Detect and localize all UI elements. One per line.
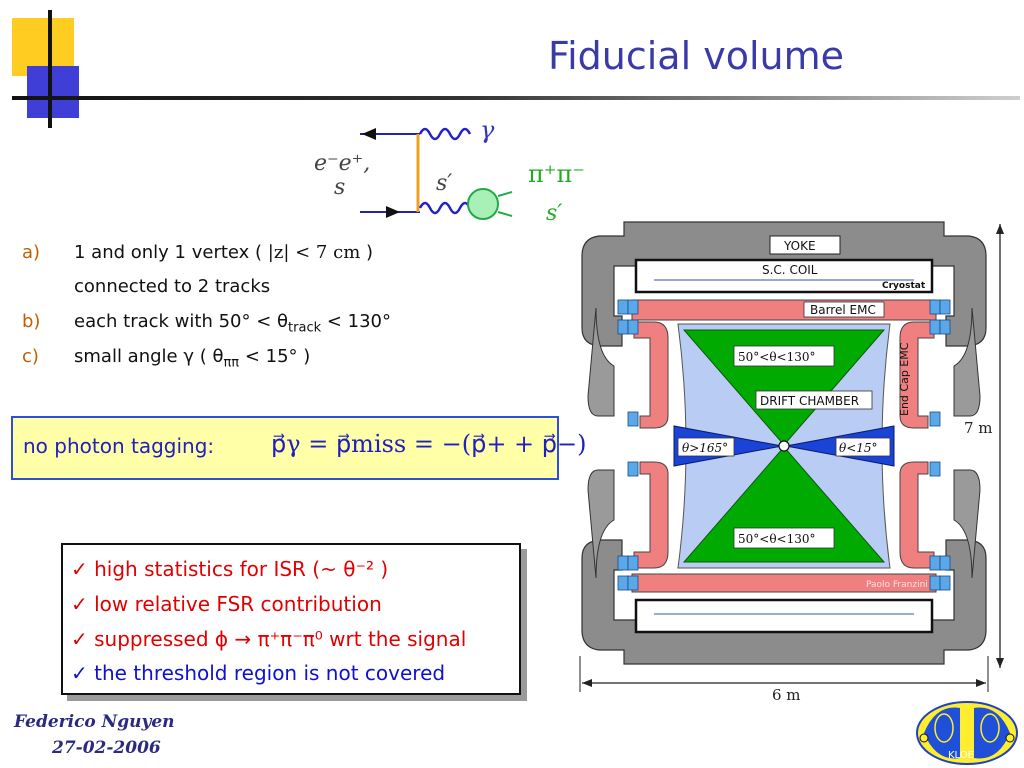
interaction-point (778, 440, 790, 452)
slide-title: Fiducial volume (548, 34, 845, 78)
author-name: Federico Nguyen (14, 712, 175, 732)
height-label: 7 m (964, 419, 993, 437)
corner-blue-square (27, 66, 79, 118)
criterion-text: small angle γ ( θ (74, 346, 224, 367)
label-pipi: π⁺π⁻ (528, 160, 585, 188)
barrel-emc-top (631, 299, 937, 321)
benefits-box: ✓ high statistics for ISR (~ θ⁻² ) ✓ low… (61, 543, 521, 695)
angle-label-top: 50°<θ<130° (738, 350, 816, 364)
criterion-text-end: < 130° (321, 311, 392, 332)
cryostat-bottom (634, 598, 934, 634)
header-rule (12, 96, 1020, 100)
criterion-text: 1 and only 1 vertex ( (74, 242, 268, 263)
drift-chamber-label: DRIFT CHAMBER (760, 394, 859, 408)
criterion-text-end: ) (360, 242, 374, 263)
cryostat-label: Cryostat (882, 281, 926, 291)
corner-vertical-line (48, 10, 52, 128)
criterion-marker: b) (22, 311, 41, 332)
criterion-text: connected to 2 tracks (74, 276, 271, 297)
kloe-logo: KLOE (916, 701, 1018, 765)
label-sprime-green: s′ (546, 201, 562, 226)
benefit-text: the threshold region is not covered (94, 661, 446, 685)
benefit-item: ✓ high statistics for ISR (~ θ⁻² ) (71, 557, 388, 581)
criterion-text: each track with 50° (74, 311, 251, 332)
criterion-text-end: < 15° ) (239, 346, 311, 367)
check-icon: ✓ (71, 557, 88, 581)
feynman-diagram: e⁻e⁺, s s′ γ π⁺π⁻ s′ (314, 116, 585, 226)
coil-label: S.C. COIL (762, 263, 818, 277)
label-gamma: γ (480, 116, 495, 144)
logo-text: KLOE (948, 750, 974, 761)
photon-tagging-label: no photon tagging: (23, 434, 215, 458)
check-icon: ✓ (71, 627, 88, 651)
kloe-detector-diagram: 7 m 6 m YOKE S.C. COIL Cryostat Barrel E… (579, 221, 1004, 704)
momentum-equation: p⃗γ = p⃗miss = −(p⃗+ + p⃗−) (271, 430, 587, 458)
criterion-subscript: track (288, 320, 322, 336)
benefit-text: high statistics for ISR (~ θ⁻² ) (94, 557, 389, 581)
benefit-text: low relative FSR contribution (94, 592, 382, 616)
label-s: s (334, 175, 345, 200)
cryostat-top (634, 258, 934, 294)
criterion-math: |z| < 7 cm (267, 242, 361, 263)
label-initial-state: e⁻e⁺, (314, 151, 370, 176)
criterion-subscript: ππ (223, 355, 240, 371)
presentation-date: 27-02-2006 (52, 738, 161, 758)
benefit-item: ✓ the threshold region is not covered (71, 661, 445, 685)
width-label: 6 m (772, 686, 801, 704)
angle-label-right: θ<15° (839, 441, 878, 455)
photon-tagging-box: no photon tagging: p⃗γ = p⃗miss = −(p⃗+ … (11, 416, 587, 480)
benefit-item: ✓ low relative FSR contribution (71, 592, 382, 616)
check-icon: ✓ (71, 592, 88, 616)
yoke-label: YOKE (783, 239, 816, 253)
barrel-emc-label: Barrel EMC (810, 303, 876, 317)
angle-label-bottom: 50°<θ<130° (738, 532, 816, 546)
criterion-math: < θ (250, 311, 289, 332)
check-icon: ✓ (71, 661, 88, 685)
benefit-item: ✓ suppressed ϕ → π⁺π⁻π⁰ wrt the signal (71, 627, 466, 651)
benefit-text: suppressed ϕ → π⁺π⁻π⁰ wrt the signal (94, 627, 467, 651)
endcap-emc-label: End Cap EMC (898, 342, 911, 416)
label-sprime: s′ (436, 171, 452, 196)
credit-label: Paolo Franzini (866, 580, 928, 590)
angle-label-left: θ>165° (682, 441, 728, 455)
criterion-marker: a) (22, 242, 41, 263)
criterion-marker: c) (22, 346, 39, 367)
